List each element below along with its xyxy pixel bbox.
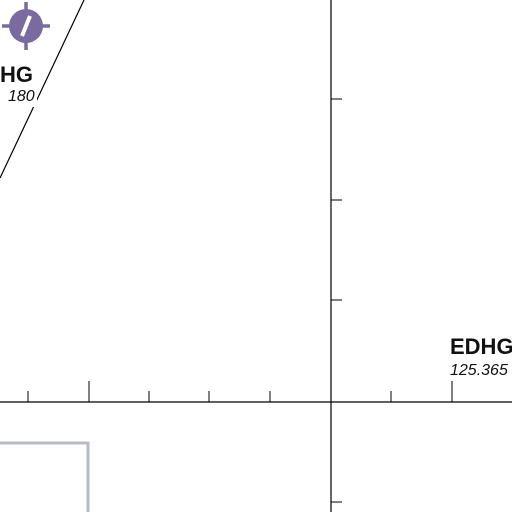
aerodrome-frequency: 180 xyxy=(8,88,35,105)
aerodrome-frequency: 125.365 xyxy=(450,362,508,379)
aerodrome-label-hg[interactable]: HG 180 xyxy=(0,62,37,107)
aerodrome-label-edhg[interactable]: EDHG 125.365 xyxy=(450,336,512,379)
route-line xyxy=(0,0,85,179)
airspace-boundary xyxy=(0,441,90,512)
aerodrome-symbol-icon[interactable] xyxy=(0,0,52,52)
aerodrome-ident: HG xyxy=(0,62,33,87)
aerodrome-ident: EDHG xyxy=(450,334,512,359)
